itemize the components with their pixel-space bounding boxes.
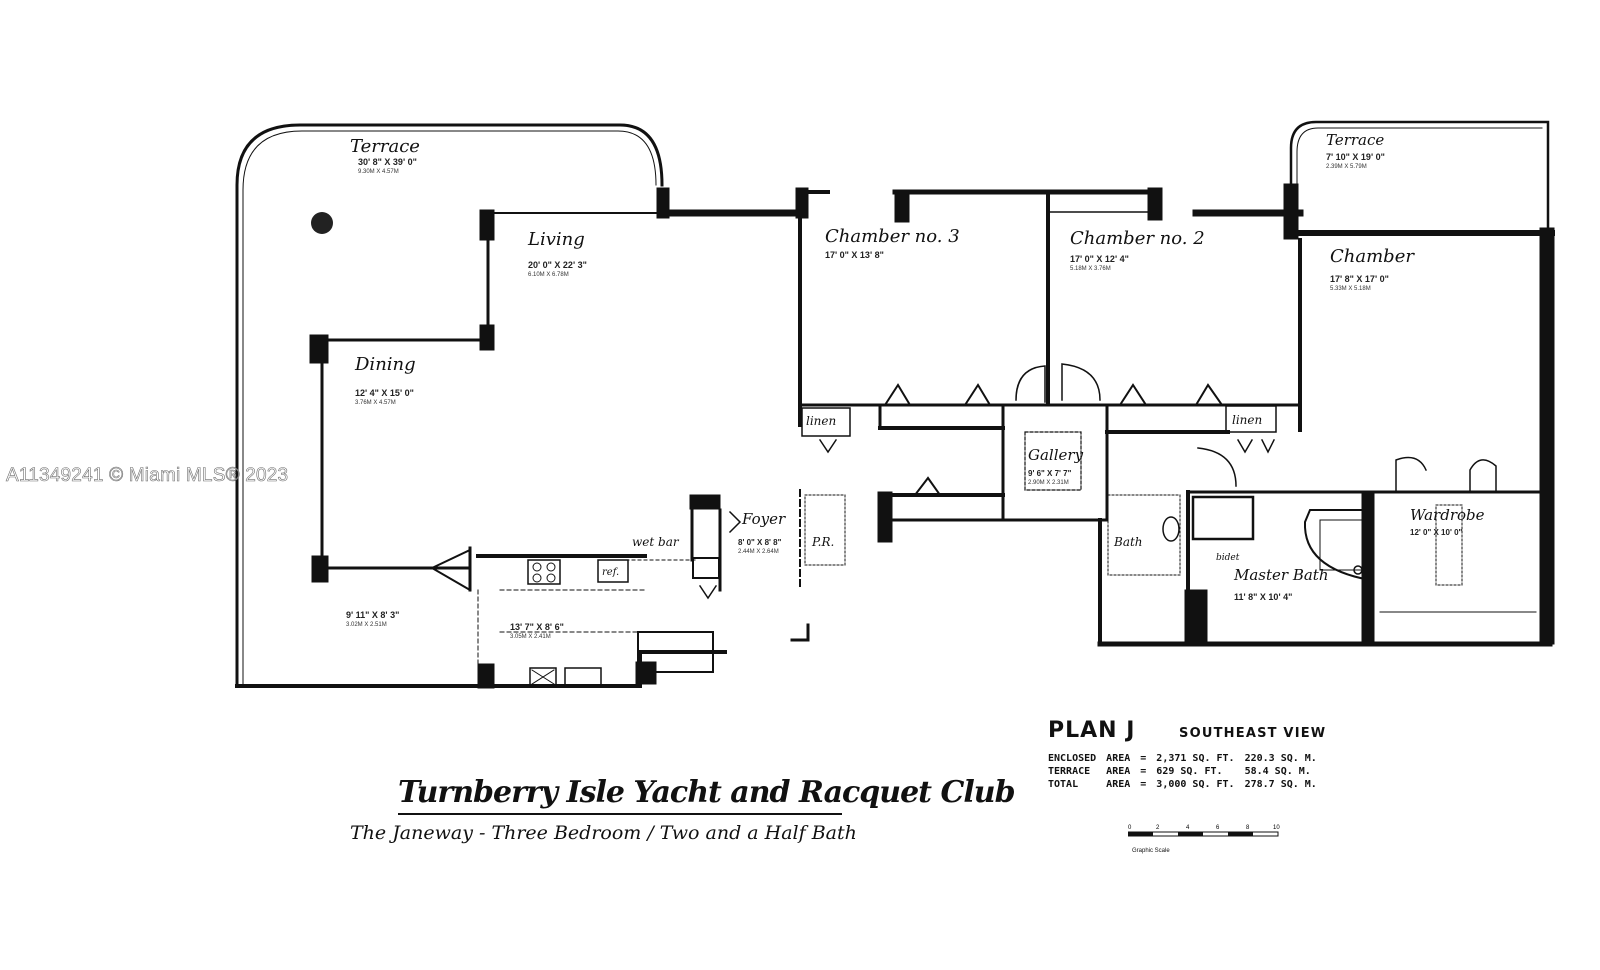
label-kitchen: 13' 7" X 8' 6" 3.05M X 2.41M [510,622,564,640]
area-sqm: 220.3 SQ. M. [1244,753,1317,764]
living-name: Living [527,229,585,250]
area-row: TERRACE AREA = 629 SQ. FT. 58.4 SQ. M. [1048,765,1327,778]
scale-tick: 0 [1128,825,1132,831]
terrace-small-dims: 7' 10" X 19' 0" [1326,152,1385,162]
area-label: TERRACE [1048,766,1091,777]
fridge-label: ref. [602,567,619,578]
label-dining: Dining 12' 4" X 15' 0" 3.76M X 4.57M [354,354,416,406]
dining-dims: 12' 4" X 15' 0" [355,388,414,398]
wet-bar-label: wet bar [632,535,680,549]
linen-left-label: linen [806,414,836,428]
bidet-label: bidet [1216,553,1240,563]
area-label: TOTAL [1048,779,1079,790]
terrace-main-name: Terrace [350,136,420,157]
bath-small-label: Bath [1113,535,1143,549]
den-dims: 9' 11" X 8' 3" [346,610,399,620]
label-terrace-small: Terrace 7' 10" X 19' 0" 2.39M X 5.79M [1326,131,1385,170]
area-row: TOTAL AREA = 3,000 SQ. FT. 278.7 SQ. M. [1048,778,1327,791]
label-foyer: Foyer 8' 0" X 8' 8" 2.44M X 2.64M [738,510,786,555]
club-name: Turnberry Isle Yacht and Racquet Club [398,775,1016,810]
column-dot [311,212,333,234]
label-terrace-main: Terrace 30' 8" X 39' 0" 9.30M X 4.57M [350,136,420,175]
area-sqm: 58.4 SQ. M. [1244,766,1311,777]
gallery-name: Gallery [1028,446,1084,464]
area-word: AREA [1106,779,1131,790]
label-chamber2: Chamber no. 2 17' 0" X 12' 4" 5.18M X 3.… [1070,228,1205,272]
foyer-dims: 8' 0" X 8' 8" [738,538,782,547]
chamber-metric: 5.33M X 5.18M [1330,286,1371,292]
den-metric: 3.02M X 2.51M [346,622,387,628]
label-den: 9' 11" X 8' 3" 3.02M X 2.51M [346,610,399,628]
club-underline [398,813,842,815]
kitchen-metric: 3.05M X 2.41M [510,634,551,640]
kitchen-dims: 13' 7" X 8' 6" [510,622,564,632]
wardrobe-dims: 12' 0" X 10' 0" [1410,528,1463,537]
plan-view: SOUTHEAST VIEW [1179,726,1327,741]
area-sqm: 278.7 SQ. M. [1244,779,1317,790]
scale-tick: 6 [1216,825,1220,831]
linen-right-label: linen [1232,413,1262,427]
wardrobe-name: Wardrobe [1410,506,1485,524]
living-metric: 6.10M X 6.78M [528,272,569,278]
area-table: ENCLOSED AREA = 2,371 SQ. FT. 220.3 SQ. … [1048,752,1327,791]
label-chamber: Chamber 17' 8" X 17' 0" 5.33M X 5.18M [1330,246,1415,292]
terrace-small-name: Terrace [1326,131,1384,149]
dining-metric: 3.76M X 4.57M [355,400,396,406]
area-word: AREA [1106,766,1131,777]
area-sqft: 2,371 SQ. FT. [1156,753,1235,764]
area-label: ENCLOSED [1048,753,1097,764]
terrace-main-dims: 30' 8" X 39' 0" [358,157,417,167]
scale-tick: 4 [1186,825,1190,831]
label-gallery: Gallery 9' 6" X 7' 7" 2.90M X 2.31M [1028,446,1084,486]
foyer-metric: 2.44M X 2.64M [738,549,779,555]
area-eq: = [1140,766,1147,777]
area-row: ENCLOSED AREA = 2,371 SQ. FT. 220.3 SQ. … [1048,752,1327,765]
area-sqft: 3,000 SQ. FT. [1156,779,1235,790]
master-bath-name: Master Bath [1233,566,1329,584]
foyer-name: Foyer [741,510,786,528]
terrace-small-metric: 2.39M X 5.79M [1326,164,1367,170]
dining-name: Dining [354,354,416,375]
area-eq: = [1140,779,1147,790]
area-eq: = [1140,753,1147,764]
chamber3-name: Chamber no. 3 [825,226,960,247]
terrace-main-metric: 9.30M X 4.57M [358,169,399,175]
chamber-name: Chamber [1330,246,1415,267]
area-sqft: 629 SQ. FT. [1156,766,1223,777]
scale-tick: 8 [1246,825,1250,831]
mls-watermark: A11349241 © Miami MLS® 2023 [6,465,289,487]
scale-caption: Graphic Scale [1132,848,1170,854]
area-word: AREA [1106,753,1131,764]
plan-name: PLAN J [1048,718,1136,743]
chamber2-metric: 5.18M X 3.76M [1070,266,1111,272]
plan-title: PLAN J SOUTHEAST VIEW [1048,718,1326,743]
label-master-bath: Master Bath 11' 8" X 10' 4" [1233,566,1329,602]
master-bath-dims: 11' 8" X 10' 4" [1234,592,1292,602]
unit-description: The Janeway - Three Bedroom / Two and a … [350,822,857,844]
gallery-metric: 2.90M X 2.31M [1028,480,1069,486]
scale-tick: 10 [1273,825,1280,831]
chamber2-name: Chamber no. 2 [1070,228,1205,249]
chamber-dims: 17' 8" X 17' 0" [1330,274,1389,284]
gallery-dims: 9' 6" X 7' 7" [1028,469,1072,478]
graphic-scale: 0 2 4 6 8 10 [1128,825,1280,837]
powder-room-label: P.R. [811,535,834,549]
label-living: Living 20' 0" X 22' 3" 6.10M X 6.78M [527,229,587,278]
living-dims: 20' 0" X 22' 3" [528,260,587,270]
terrace-outline [235,123,664,688]
chamber3-dims: 17' 0" X 13' 8" [825,250,884,260]
label-chamber3: Chamber no. 3 17' 0" X 13' 8" [825,226,960,260]
chamber2-dims: 17' 0" X 12' 4" [1070,254,1129,264]
scale-tick: 2 [1156,825,1160,831]
label-wardrobe: Wardrobe 12' 0" X 10' 0" [1410,506,1485,537]
